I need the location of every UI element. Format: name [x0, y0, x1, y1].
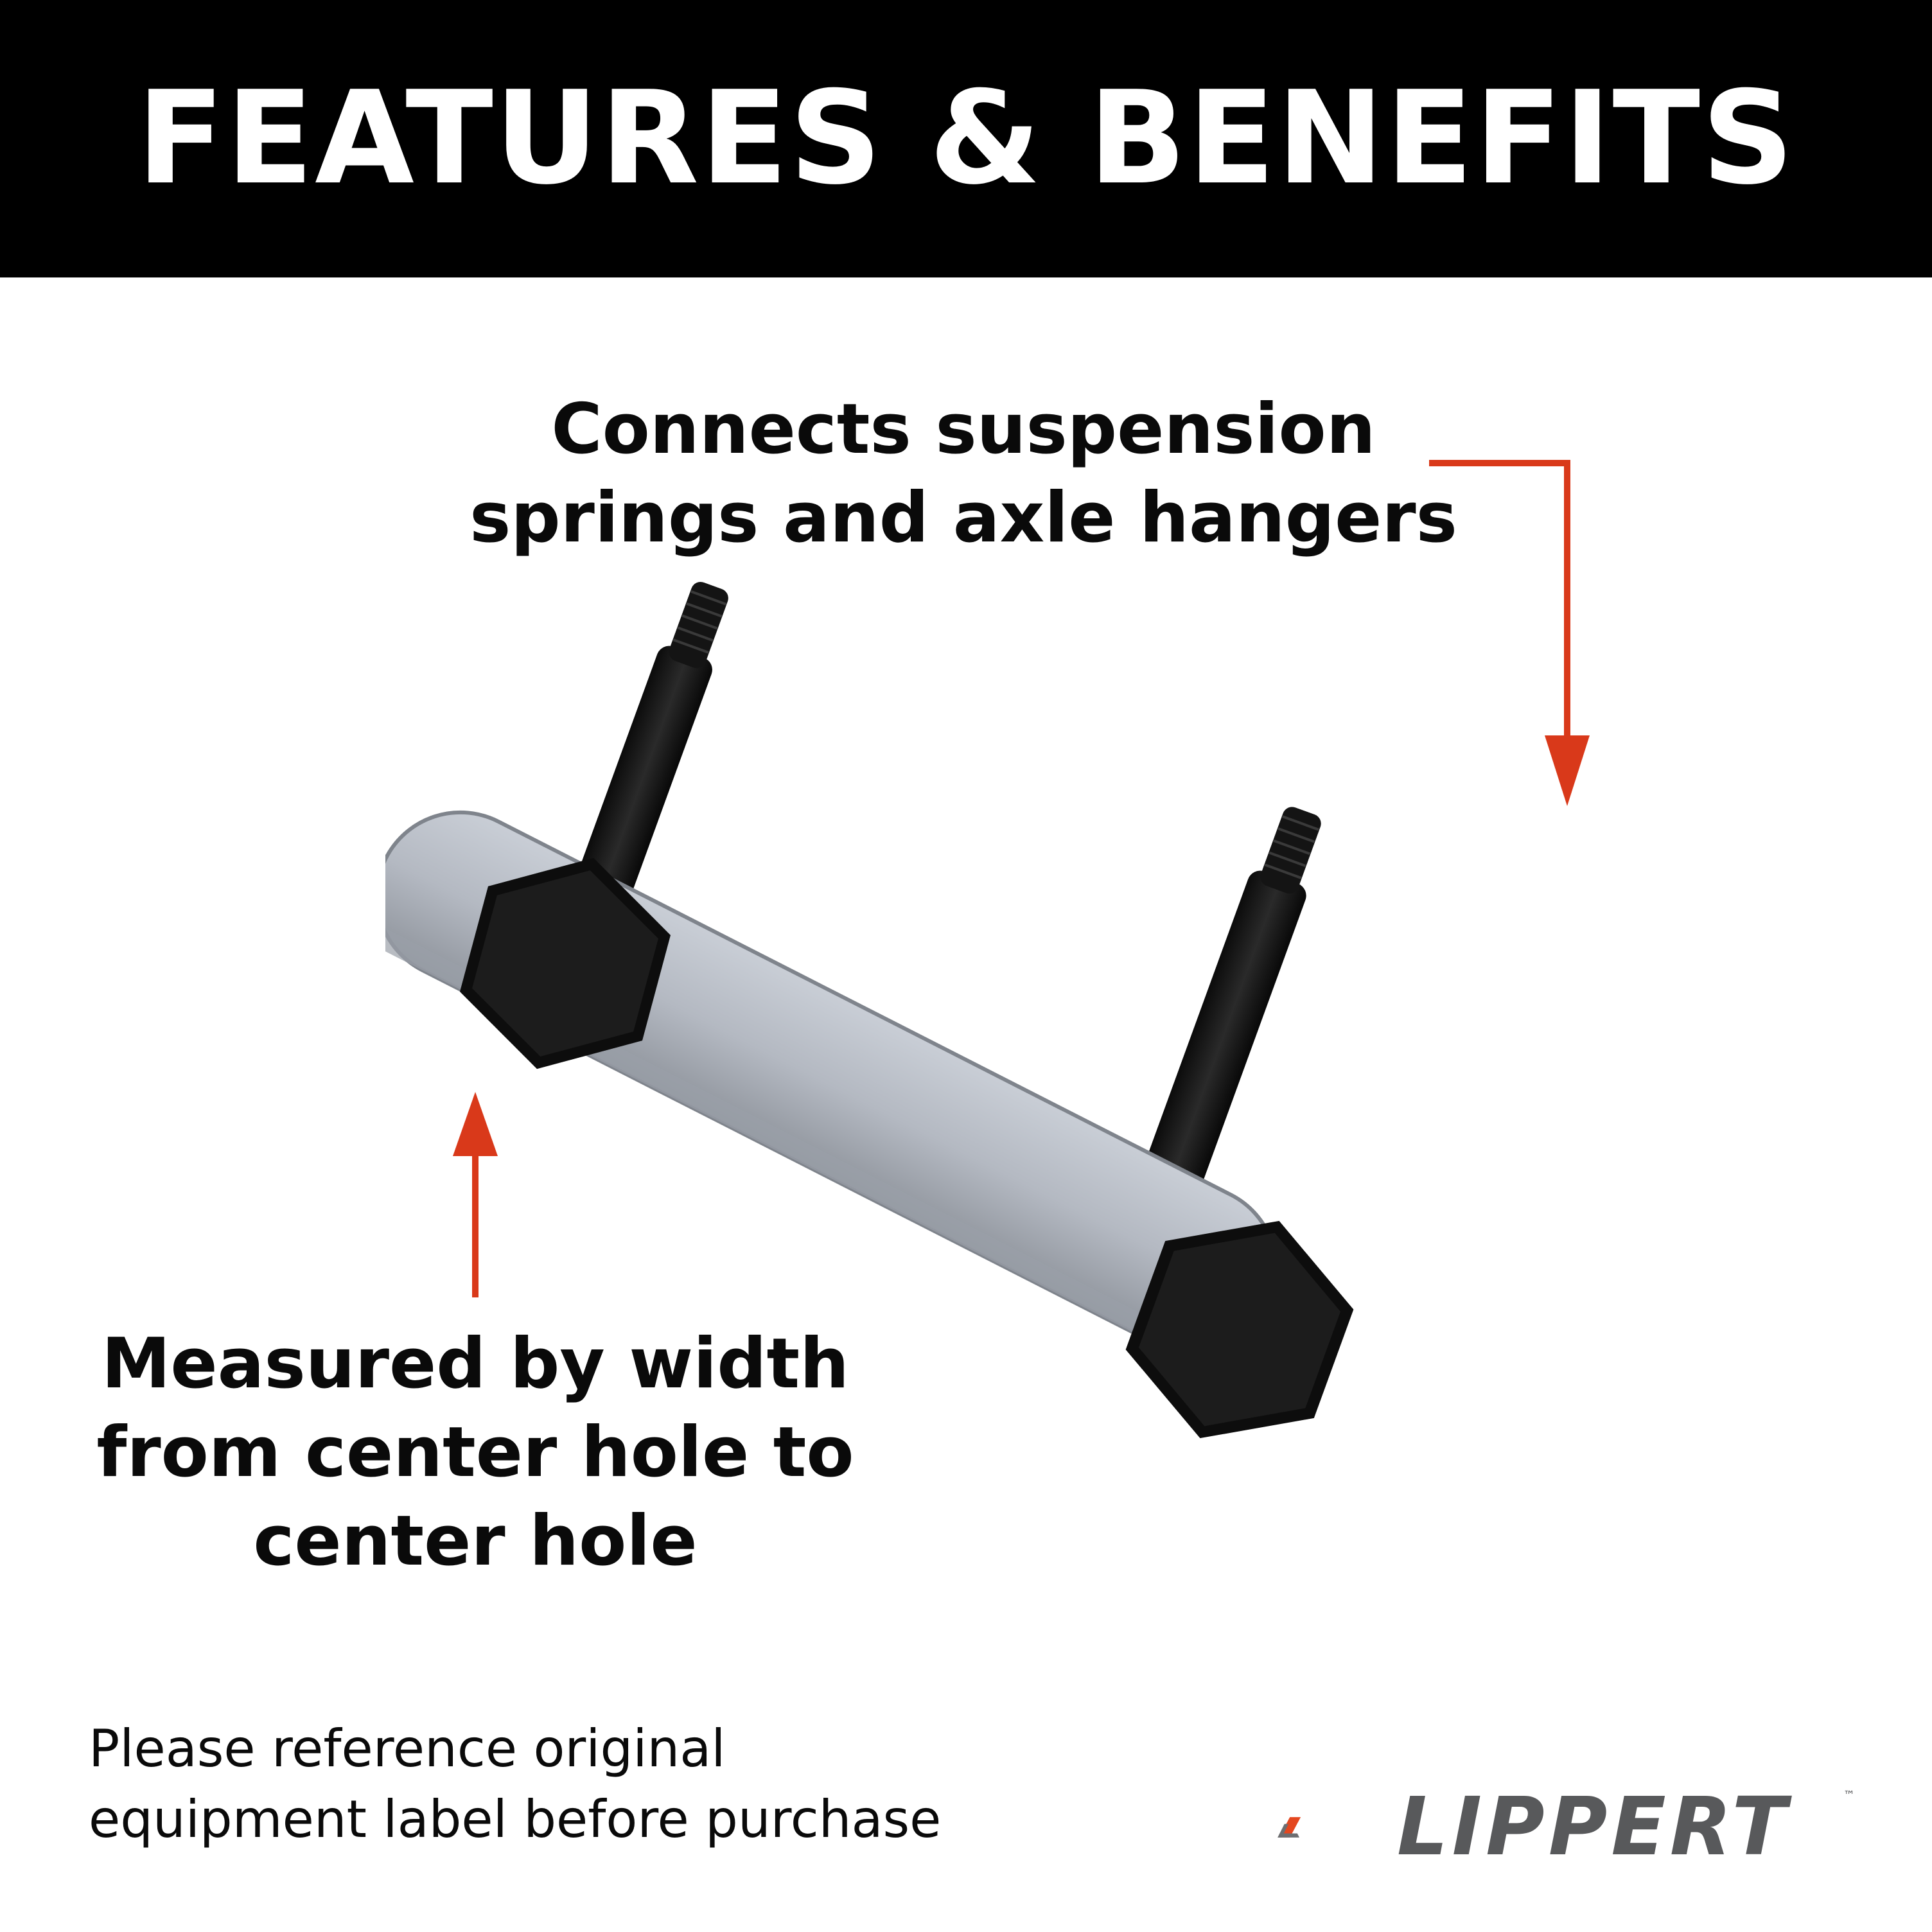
- lippert-logo-icon: [1278, 1817, 1301, 1838]
- trademark-symbol: ™: [1843, 1789, 1855, 1802]
- callout-line: Connects suspension: [551, 389, 1376, 470]
- header-bar: [0, 0, 1932, 277]
- brand-name: LIPPERT: [1397, 1780, 1791, 1874]
- arrow-down-icon: [1429, 460, 1590, 806]
- page-title: FEATURES & BENEFITS: [136, 64, 1796, 213]
- disclaimer-text: Please reference original equipment labe…: [89, 1714, 1116, 1855]
- callout-line: springs and axle hangers: [470, 478, 1457, 558]
- callout-line: center hole: [253, 1501, 698, 1581]
- shackle-product-image: [385, 581, 1354, 1439]
- callout-line: Measured by width: [101, 1324, 850, 1404]
- callout-measurement: Measured by width from center hole to ce…: [90, 1320, 861, 1586]
- callout-line: from center hole to: [96, 1412, 854, 1493]
- disclaimer-line: equipment label before purchase: [89, 1789, 942, 1849]
- arrow-up-icon: [453, 1092, 498, 1297]
- callout-suspension: Connects suspension springs and axle han…: [450, 385, 1477, 563]
- disclaimer-line: Please reference original: [89, 1719, 726, 1778]
